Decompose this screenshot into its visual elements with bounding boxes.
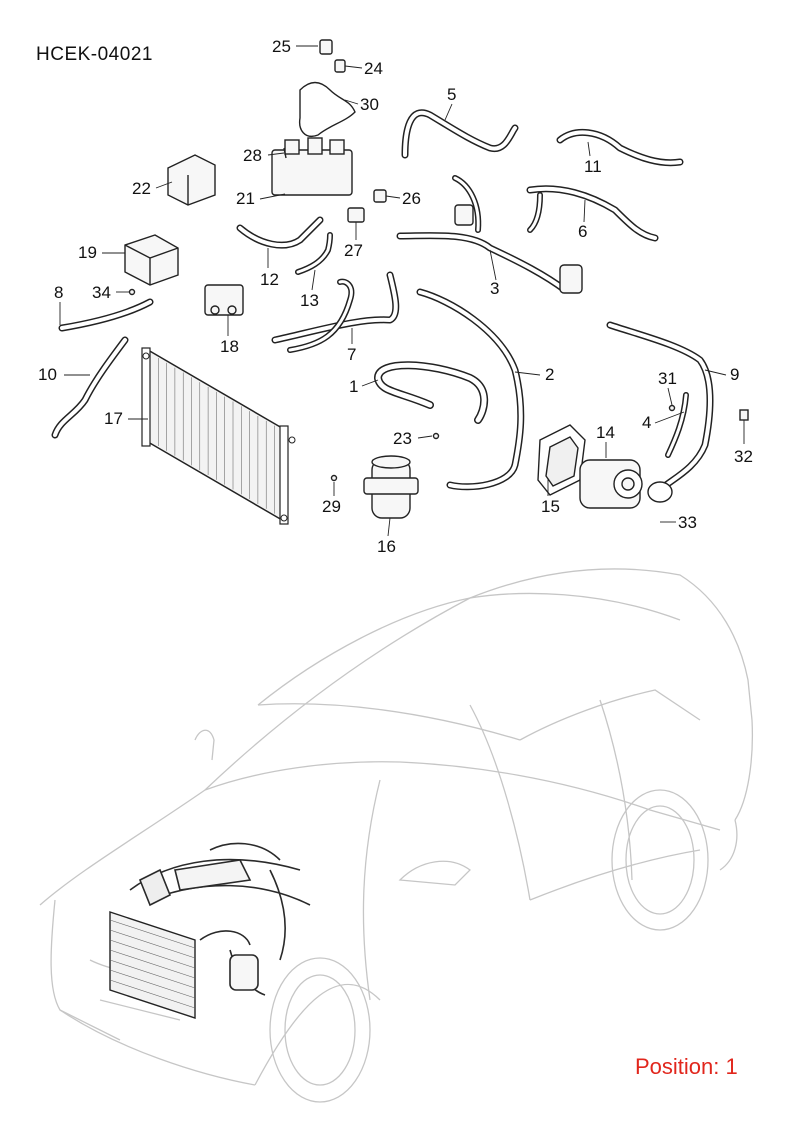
part-22 [167,154,216,206]
hose-3 [396,175,569,294]
hose-7 [271,271,400,353]
leader-line-24 [344,65,363,69]
callout-26: 26 [402,189,421,208]
leader-line-21 [259,193,286,200]
leader-lines [59,45,745,537]
hose-5 [401,109,519,159]
diagram-code: HCEK-04021 [36,44,153,65]
leader-line-30 [344,99,359,105]
leader-line-31 [667,387,673,406]
callout-13: 13 [300,291,319,310]
callout-24: 24 [364,59,383,78]
part-32 [739,409,749,421]
hose-13 [295,232,333,275]
hose-8 [58,298,154,332]
leader-line-1 [361,379,379,387]
callout-16: 16 [377,537,396,556]
callout-6: 6 [578,222,587,241]
callout-30: 30 [360,95,379,114]
part-28 [283,147,287,159]
condenser-part [141,347,296,525]
callout-29: 29 [322,497,341,516]
hose-11 [556,128,684,167]
leader-line-13 [311,269,316,291]
hose-4 [665,392,689,458]
callout-19: 19 [78,243,97,262]
callout-18: 18 [220,337,239,356]
callout-25: 25 [272,37,291,56]
part-34 [128,288,136,296]
harness-30 [298,81,356,137]
callout-15: 15 [541,497,560,516]
part-23 [432,432,440,440]
installed-condenser [109,911,196,1019]
leader-line-4 [654,411,685,424]
hose-9 [606,321,714,494]
callout-21: 21 [236,189,255,208]
callout-31: 31 [658,369,677,388]
hose-group [51,109,714,494]
leader-line-2 [514,371,541,376]
callout-33: 33 [678,513,697,532]
callout-27: 27 [344,241,363,260]
hose-10 [51,336,129,439]
part-26 [373,189,387,203]
callout-7: 7 [347,345,356,364]
callout-8: 8 [54,283,63,302]
part-27 [347,207,365,223]
callout-34: 34 [92,283,111,302]
callout-10: 10 [38,365,57,384]
callout-14: 14 [596,423,615,442]
position-label: Position: 1 [635,1054,738,1079]
part-29 [330,474,338,482]
leader-line-22 [155,181,173,189]
callout-5: 5 [447,85,456,104]
installed-assembly [129,842,311,996]
callout-32: 32 [734,447,753,466]
part-3-valve [454,204,583,294]
hose-12 [236,216,324,249]
leader-line-23 [417,435,433,439]
callout-labels: 1234567891011121314151617181921222324252… [38,37,753,556]
part-24 [334,59,346,73]
hose-2 [416,288,525,491]
leader-line-6 [583,199,586,223]
part-21 [271,137,353,196]
callout-12: 12 [260,270,279,289]
leader-line-28 [267,152,285,156]
callout-11: 11 [584,157,602,176]
callout-22: 22 [132,179,151,198]
callout-1: 1 [349,377,358,396]
part-31 [668,404,676,412]
leader-line-5 [444,103,453,121]
callout-17: 17 [104,409,123,428]
callout-4: 4 [642,413,651,432]
part-18 [204,284,244,316]
hose-6 [526,185,659,242]
leader-line-16 [387,517,391,537]
callout-9: 9 [730,365,739,384]
part-15 [537,424,586,496]
leader-line-9 [704,369,727,376]
callout-23: 23 [393,429,412,448]
leader-line-3 [489,249,497,281]
callout-2: 2 [545,365,554,384]
callout-28: 28 [243,146,262,165]
part-14 [579,459,643,509]
part-16 [363,455,419,519]
part-19 [124,234,179,286]
callout-3: 3 [490,279,499,298]
part-25 [319,39,333,55]
hose-1 [374,361,489,424]
car-outline [39,568,753,1103]
leader-line-11 [587,141,591,157]
components [124,39,749,519]
part-33-pulley [647,481,673,503]
leader-line-26 [385,195,401,199]
